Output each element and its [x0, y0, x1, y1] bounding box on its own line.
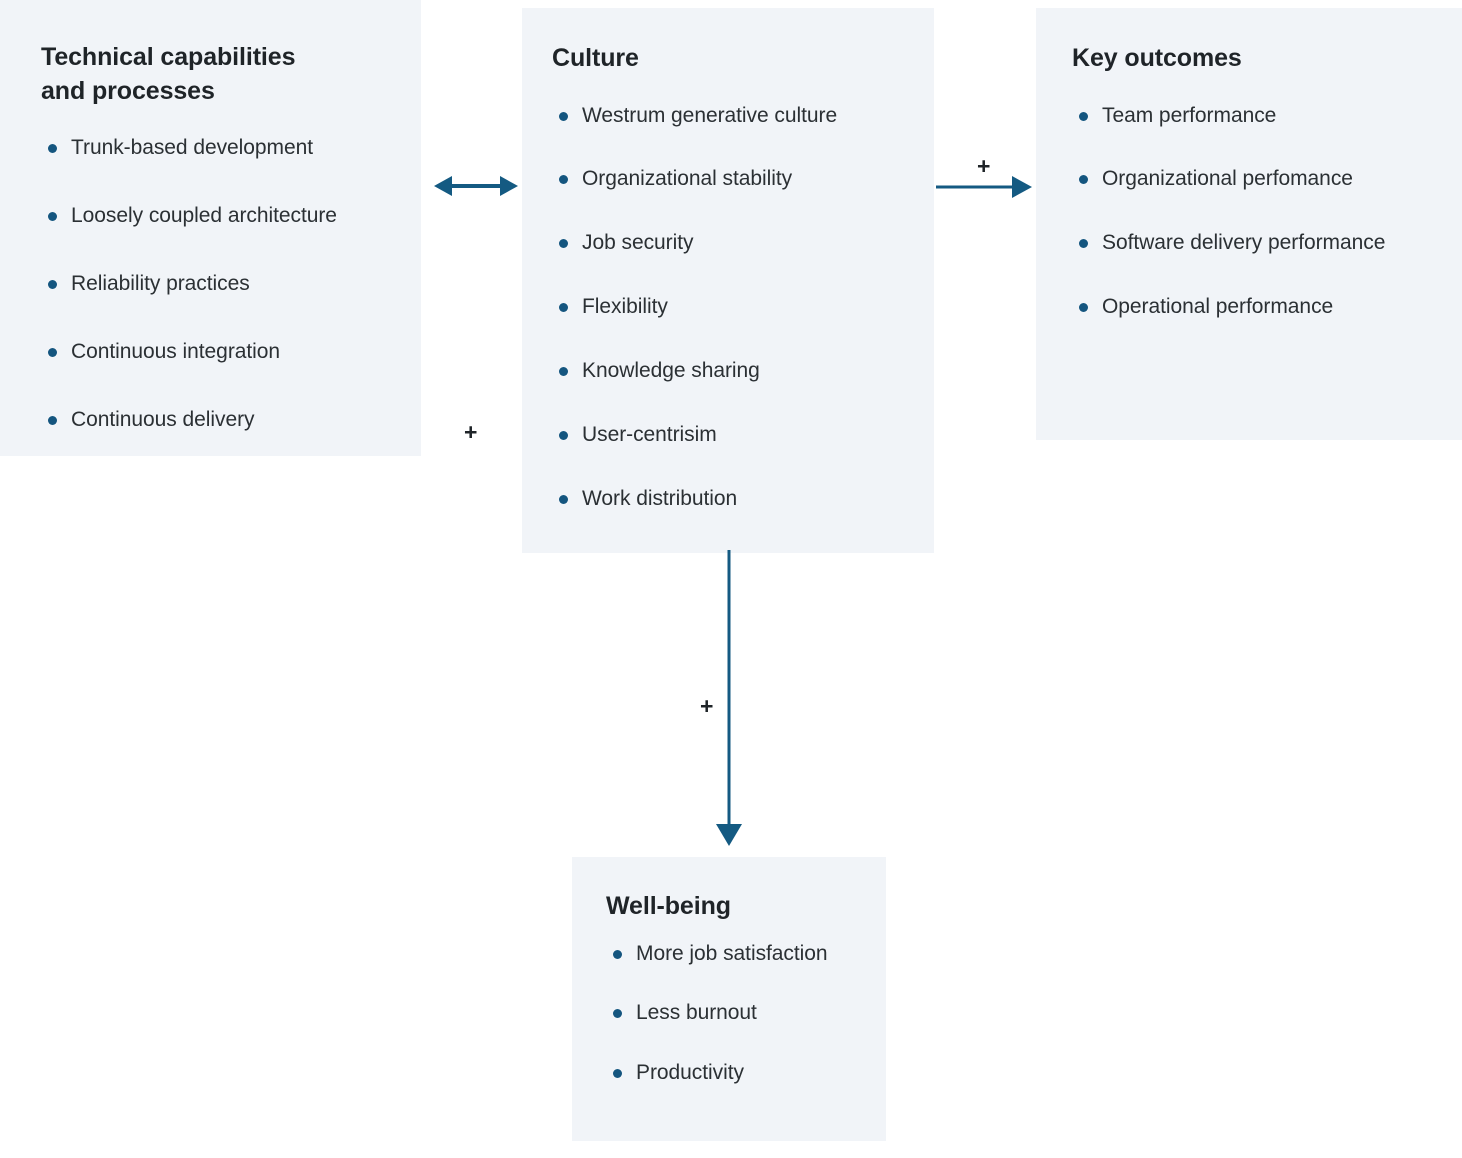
- list-item: More job satisfaction: [606, 940, 870, 968]
- box-technical-title: Technical capabilities and processes: [41, 43, 296, 105]
- box-culture: Culture Westrum generative culture Organ…: [522, 8, 934, 553]
- list-item: Westrum generative culture: [552, 102, 916, 130]
- list-item: Reliability practices: [41, 270, 401, 298]
- down-arrow-icon: [716, 550, 742, 846]
- list-item: Loosely coupled architecture: [41, 202, 401, 230]
- list-item: Work distribution: [552, 485, 916, 513]
- list-item: User-centrisim: [552, 421, 916, 449]
- double-headed-arrow-icon: [434, 176, 518, 196]
- list-item: Continuous delivery: [41, 406, 401, 434]
- plus-sign-culture-wellbeing: +: [700, 693, 714, 719]
- list-item: Productivity: [606, 1059, 870, 1087]
- list-item: Organizational stability: [552, 165, 916, 193]
- plus-sign-technical-culture: +: [464, 419, 478, 445]
- box-key-outcomes: Key outcomes Team performance Organizati…: [1036, 8, 1462, 440]
- box-well-being: Well-being More job satisfaction Less bu…: [572, 857, 886, 1141]
- plus-sign-culture-outcomes: +: [977, 153, 991, 179]
- right-arrow-icon: [936, 176, 1032, 198]
- list-item: Continuous integration: [41, 338, 401, 366]
- list-item: Team performance: [1072, 102, 1444, 130]
- list-item: Organizational perfomance: [1072, 165, 1444, 193]
- box-technical-list: Trunk-based development Loosely coupled …: [41, 134, 401, 434]
- list-item: Knowledge sharing: [552, 357, 916, 385]
- list-item: Less burnout: [606, 999, 870, 1027]
- list-item: Operational performance: [1072, 293, 1444, 321]
- box-outcomes-title: Key outcomes: [1072, 44, 1242, 72]
- box-technical-capabilities: Technical capabilities and processes Tru…: [0, 0, 421, 456]
- box-wellbeing-title: Well-being: [606, 892, 731, 920]
- list-item: Flexibility: [552, 293, 916, 321]
- list-item: Software delivery performance: [1072, 229, 1444, 257]
- box-culture-list: Westrum generative culture Organizationa…: [552, 102, 916, 513]
- box-outcomes-list: Team performance Organizational perfoman…: [1072, 102, 1444, 322]
- list-item: Trunk-based development: [41, 134, 401, 162]
- box-wellbeing-list: More job satisfaction Less burnout Produ…: [606, 940, 870, 1088]
- box-culture-title: Culture: [552, 44, 639, 72]
- list-item: Job security: [552, 229, 916, 257]
